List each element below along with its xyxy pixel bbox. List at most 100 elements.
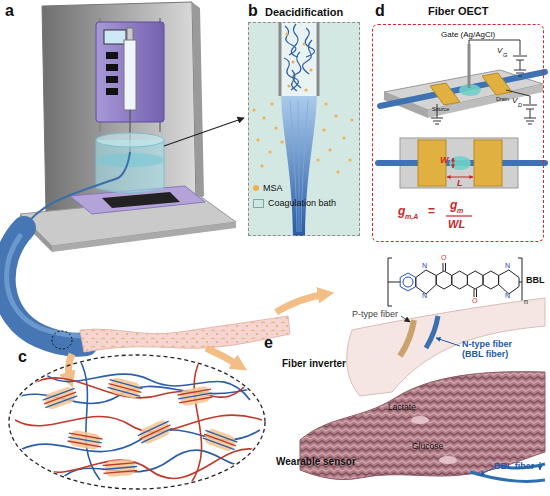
bbl-structure <box>452 271 468 289</box>
panel-title: Fiber OECT <box>428 5 489 17</box>
panel-letter: e <box>264 334 273 352</box>
oect-device <box>449 156 471 170</box>
deacidification-zoom <box>287 84 290 87</box>
spinning-apparatus <box>80 316 290 352</box>
analyte-label: Glucose <box>412 442 443 451</box>
deacidification-zoom <box>280 22 318 96</box>
spinning-apparatus <box>96 22 164 122</box>
deacidification-zoom <box>290 100 308 232</box>
deacidification-zoom <box>270 102 273 105</box>
formula-symbol: WL <box>448 218 465 230</box>
polymer-name: BBL <box>526 276 545 286</box>
deacidification-zoom <box>336 170 339 173</box>
spinning-apparatus <box>192 2 204 200</box>
bbl-structure <box>416 270 436 294</box>
spinning-apparatus <box>106 88 118 95</box>
deacidification-zoom <box>248 22 360 236</box>
electrode-label: Gate (Ag/AgCl) <box>441 31 495 40</box>
atom-label: N <box>505 292 510 300</box>
oect-device <box>506 90 530 104</box>
fiber-label: N-type fiber (BBL fiber) <box>462 340 524 360</box>
fiber-inverter <box>347 298 545 396</box>
microstructure <box>203 430 238 449</box>
oect-device <box>468 44 471 88</box>
deacidification-zoom <box>293 52 301 88</box>
oect-device <box>482 73 512 95</box>
deacidification-zoom <box>324 102 327 105</box>
bbl-structure <box>483 271 499 289</box>
bbl-structure <box>388 282 400 283</box>
oect-device <box>524 109 536 124</box>
zoom-arrow <box>276 294 326 312</box>
microstructure <box>109 384 142 393</box>
deacidification-zoom <box>262 116 265 119</box>
dimension-label: L <box>457 179 463 189</box>
legend-entry: MSA <box>253 183 283 193</box>
bbl-structure <box>519 282 522 283</box>
deacidification-zoom <box>292 70 297 91</box>
spinning-apparatus <box>42 2 196 214</box>
oect-device <box>378 40 545 216</box>
wearable-textile <box>439 456 457 464</box>
deacidification-zoom <box>298 100 299 232</box>
voltage-subscript: D <box>518 102 522 108</box>
spinning-apparatus <box>104 30 126 44</box>
zoom-arrow <box>68 354 72 380</box>
bbl-structure <box>443 263 446 271</box>
oect-device <box>474 140 502 186</box>
wearable-textile <box>470 472 545 481</box>
fiber-inverter <box>347 298 545 396</box>
microstructure <box>68 433 103 447</box>
microstructure <box>103 467 137 470</box>
oect-device <box>453 158 454 168</box>
deacidification-zoom <box>317 22 320 96</box>
microstructure <box>68 437 101 443</box>
deacidification-zoom <box>328 148 331 151</box>
atom-label: N <box>422 292 427 300</box>
microstructure <box>201 427 238 454</box>
legend-text: MSA <box>263 183 283 193</box>
spinning-apparatus <box>164 118 244 146</box>
microstructure <box>35 449 258 479</box>
deacidification-zoom <box>291 24 298 57</box>
zoom-arrow <box>206 348 240 366</box>
legend-entry: Coagulation bath <box>253 198 336 208</box>
spinning-apparatus <box>106 64 118 71</box>
panel-title: Deacidification <box>265 6 343 18</box>
formula-symbol: g <box>398 205 405 218</box>
microstructure <box>102 459 137 478</box>
microstructure <box>179 386 211 407</box>
oect-device <box>380 72 545 106</box>
panel-letter: a <box>5 2 14 20</box>
deacidification-zoom <box>260 164 263 167</box>
microstructure <box>67 429 103 451</box>
microstructure <box>10 360 264 485</box>
microstructure <box>44 392 76 404</box>
oect-device <box>446 215 472 216</box>
deacidification-zoom <box>252 108 255 111</box>
microstructure <box>136 418 174 447</box>
oect-device <box>431 40 537 124</box>
bbl-structure <box>467 271 483 289</box>
oect-device <box>469 40 520 55</box>
oect-device <box>513 56 527 60</box>
bbl-structure <box>474 289 477 297</box>
spinning-apparatus <box>4 228 86 345</box>
microstructure <box>80 360 100 480</box>
deacidification-zoom <box>268 150 271 153</box>
oect-device <box>428 84 543 118</box>
oect-device <box>400 138 518 188</box>
deacidification-zoom <box>252 32 353 173</box>
bbl-structure <box>388 258 522 306</box>
microstructure <box>190 360 202 485</box>
oect-device <box>523 105 537 109</box>
microstructure <box>108 376 141 399</box>
atom-label: N <box>505 262 510 270</box>
deacidification-zoom <box>285 26 296 55</box>
microstructure <box>178 389 213 403</box>
ellipse-outline <box>8 354 266 490</box>
bbl-structure <box>499 270 519 294</box>
microstructure <box>138 421 172 443</box>
